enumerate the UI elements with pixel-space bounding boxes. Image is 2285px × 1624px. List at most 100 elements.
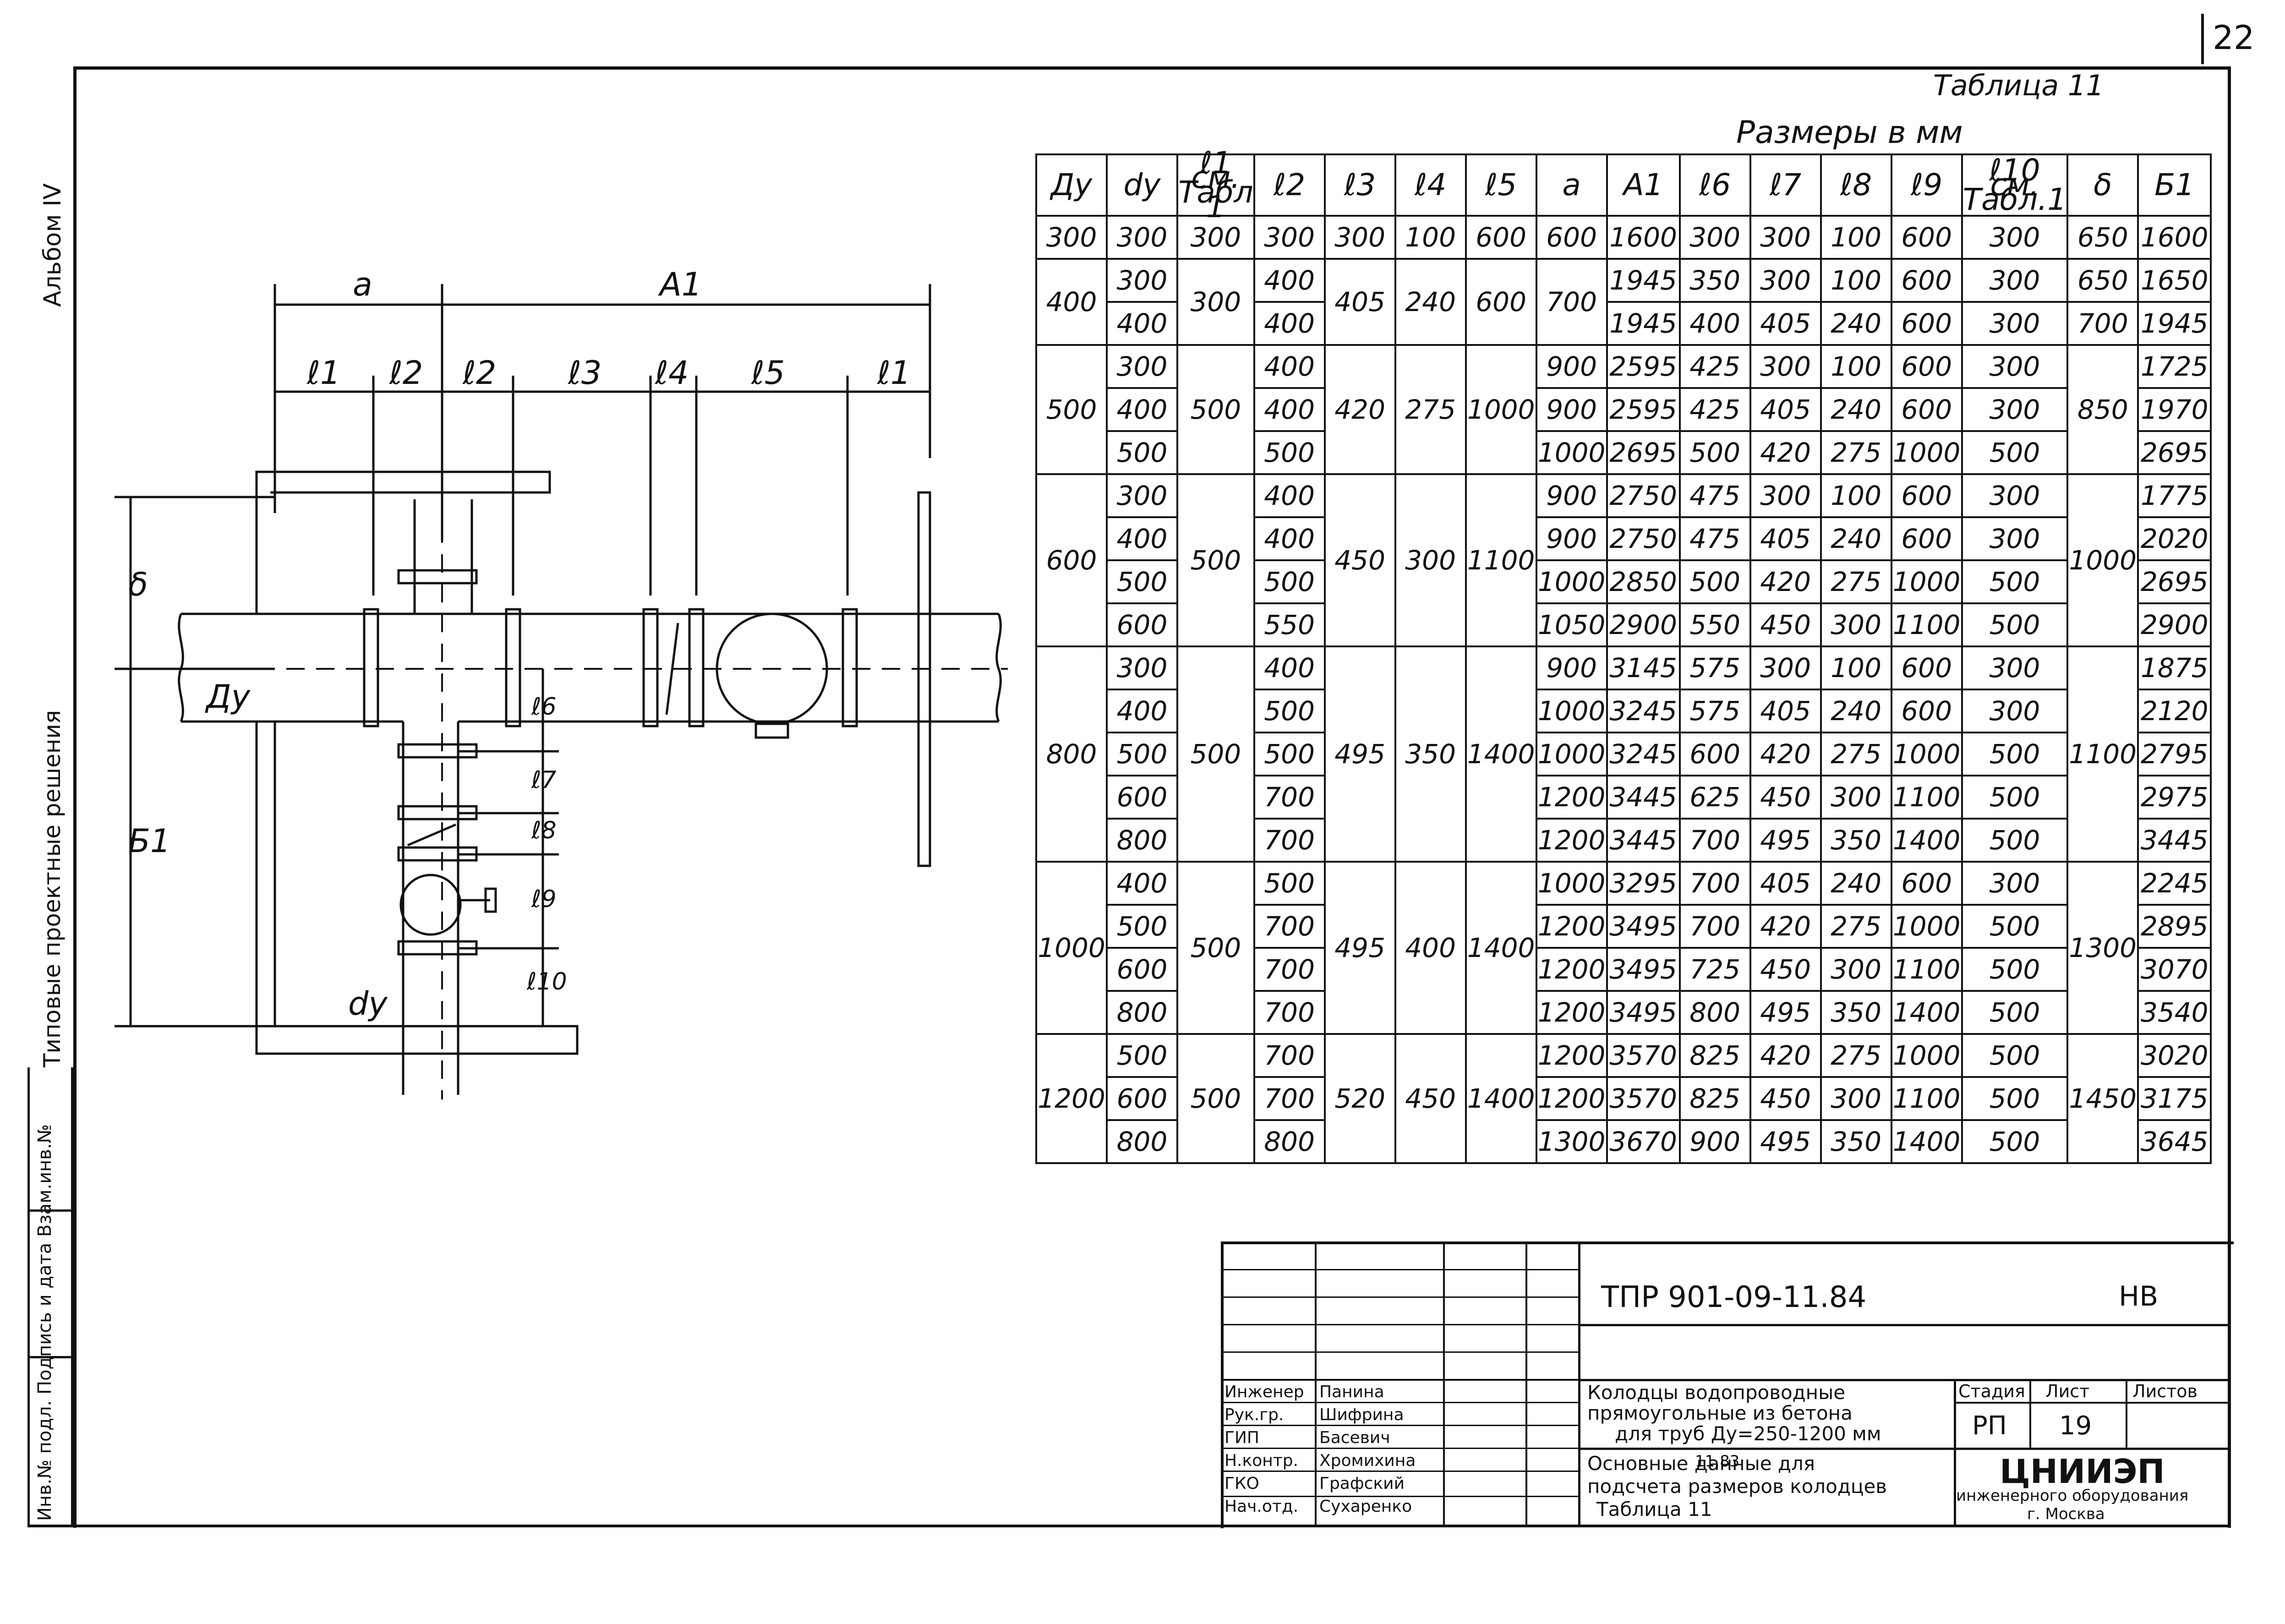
- table-cell: 240: [1820, 516, 1892, 561]
- table-cell: 625: [1678, 775, 1751, 820]
- table-cell: 500: [1961, 732, 2069, 776]
- table-cell: 400: [1253, 301, 1326, 346]
- table-cell: 500: [1961, 990, 2069, 1035]
- table-title: Таблица 11: [1933, 69, 2104, 102]
- table-subtitle: Размеры в мм: [1736, 115, 1963, 151]
- role-label: Рук.гр.: [1224, 1405, 1284, 1424]
- table-cell: 1400: [1890, 1119, 1963, 1164]
- table-cell: 800: [1678, 990, 1751, 1035]
- table-cell: 240: [1820, 689, 1892, 733]
- table-cell: 600: [1890, 689, 1963, 733]
- title-line-1: Колодцы водопроводные: [1587, 1381, 1846, 1404]
- table-cell: 500: [1961, 1119, 2069, 1164]
- role-label: Инженер: [1224, 1383, 1304, 1401]
- table-cell: 240: [1394, 258, 1467, 346]
- table-cell: 495: [1749, 990, 1822, 1035]
- table-cell: 600: [1535, 215, 1608, 260]
- table-cell: 1000: [1465, 344, 1537, 475]
- table-cell: 100: [1394, 215, 1467, 260]
- table-cell: 2695: [1606, 430, 1681, 475]
- table-cell: 600: [1890, 473, 1963, 518]
- table-cell: 500: [1176, 645, 1255, 863]
- table-cell: 300: [1961, 215, 2069, 260]
- table-cell: 500: [1961, 947, 2069, 992]
- table-cell: 500: [1961, 602, 2069, 647]
- header-cell: ℓ5: [1465, 153, 1537, 217]
- date: 11.83: [1695, 1452, 1740, 1471]
- dim-delta: δ: [128, 566, 148, 603]
- table-cell: 275: [1820, 904, 1892, 949]
- table-cell: 650: [2066, 215, 2139, 260]
- dim-A1: A1: [658, 266, 702, 303]
- table-cell: 240: [1820, 387, 1892, 432]
- table-cell: 500: [1106, 559, 1178, 604]
- table-cell: 300: [1035, 215, 1108, 260]
- role-label: Нач.отд.: [1224, 1497, 1299, 1516]
- table-cell: 500: [1961, 1076, 2069, 1121]
- table-cell: 700: [1678, 861, 1751, 906]
- table-cell: 300: [1394, 473, 1467, 647]
- table-cell: 240: [1820, 301, 1892, 346]
- header-cell: ℓ8: [1820, 153, 1892, 217]
- table-cell: 500: [1176, 344, 1255, 475]
- header-cell: Ду: [1035, 153, 1108, 217]
- table-cell: 600: [1890, 344, 1963, 389]
- table-cell: 275: [1820, 1033, 1892, 1078]
- table-cell: 600: [1890, 516, 1963, 561]
- table-cell: 1400: [1890, 990, 1963, 1035]
- table-cell: 300: [1961, 258, 2069, 303]
- table-cell: 2975: [2137, 775, 2212, 820]
- table-cell: 600: [1106, 947, 1178, 992]
- table-cell: 500: [1961, 1033, 2069, 1078]
- table-cell: 450: [1749, 602, 1822, 647]
- table-cell: 300: [1820, 775, 1892, 820]
- table-cell: 500: [1678, 559, 1751, 604]
- table-cell: 3670: [1606, 1119, 1681, 1164]
- title-line-2: прямоугольные из бетона: [1587, 1402, 1853, 1424]
- table-cell: 405: [1749, 516, 1822, 561]
- table-cell: 800: [1253, 1119, 1326, 1164]
- header-cell: ℓ10 см. Табл.1: [1961, 153, 2069, 217]
- pipe-drawing: a A1 ℓ1 ℓ2 ℓ2 ℓ3 ℓ4 ℓ5 ℓ1 δ Ду Б1 dу ℓ6 …: [115, 266, 1008, 1099]
- table-cell: 300: [1106, 258, 1178, 303]
- table-cell: 100: [1820, 258, 1892, 303]
- table-cell: 3495: [1606, 990, 1681, 1035]
- table-cell: 275: [1820, 430, 1892, 475]
- table-cell: 500: [1961, 430, 2069, 475]
- table-cell: 405: [1749, 301, 1822, 346]
- table-cell: 475: [1678, 473, 1751, 518]
- table-cell: 1200: [1535, 904, 1608, 949]
- header-cell: ℓ3: [1323, 153, 1396, 217]
- dim-l10: ℓ10: [526, 968, 567, 995]
- table-cell: 1100: [1465, 473, 1537, 647]
- table-cell: 1945: [1606, 258, 1681, 303]
- table-cell: 1400: [1465, 861, 1537, 1035]
- table-cell: 2120: [2137, 689, 2212, 733]
- table-cell: 300: [1253, 215, 1326, 260]
- table-cell: 1300: [1535, 1119, 1608, 1164]
- role-label: ГКО: [1224, 1474, 1259, 1493]
- table-cell: 400: [1253, 645, 1326, 690]
- table-cell: 800: [1035, 645, 1108, 863]
- table-cell: 400: [1253, 387, 1326, 432]
- dim-l2b: ℓ2: [462, 354, 496, 392]
- table-cell: 3570: [1606, 1033, 1681, 1078]
- table-cell: 700: [1253, 1076, 1326, 1121]
- table-cell: 300: [1749, 344, 1822, 389]
- table-cell: 1200: [1035, 1033, 1108, 1164]
- sheets-label: Листов: [2132, 1381, 2198, 1401]
- stage-label: Стадия: [1958, 1381, 2025, 1401]
- table-cell: 475: [1678, 516, 1751, 561]
- table-cell: 1650: [2137, 258, 2212, 303]
- table-cell: 420: [1749, 559, 1822, 604]
- table-cell: 1200: [1535, 947, 1608, 992]
- table-cell: 1000: [1535, 861, 1608, 906]
- table-cell: 1400: [1465, 645, 1537, 863]
- table-cell: 1600: [1606, 215, 1681, 260]
- table-cell: 700: [1253, 904, 1326, 949]
- table-cell: 1970: [2137, 387, 2212, 432]
- org-logo: ЦНИИЭП: [2000, 1452, 2165, 1491]
